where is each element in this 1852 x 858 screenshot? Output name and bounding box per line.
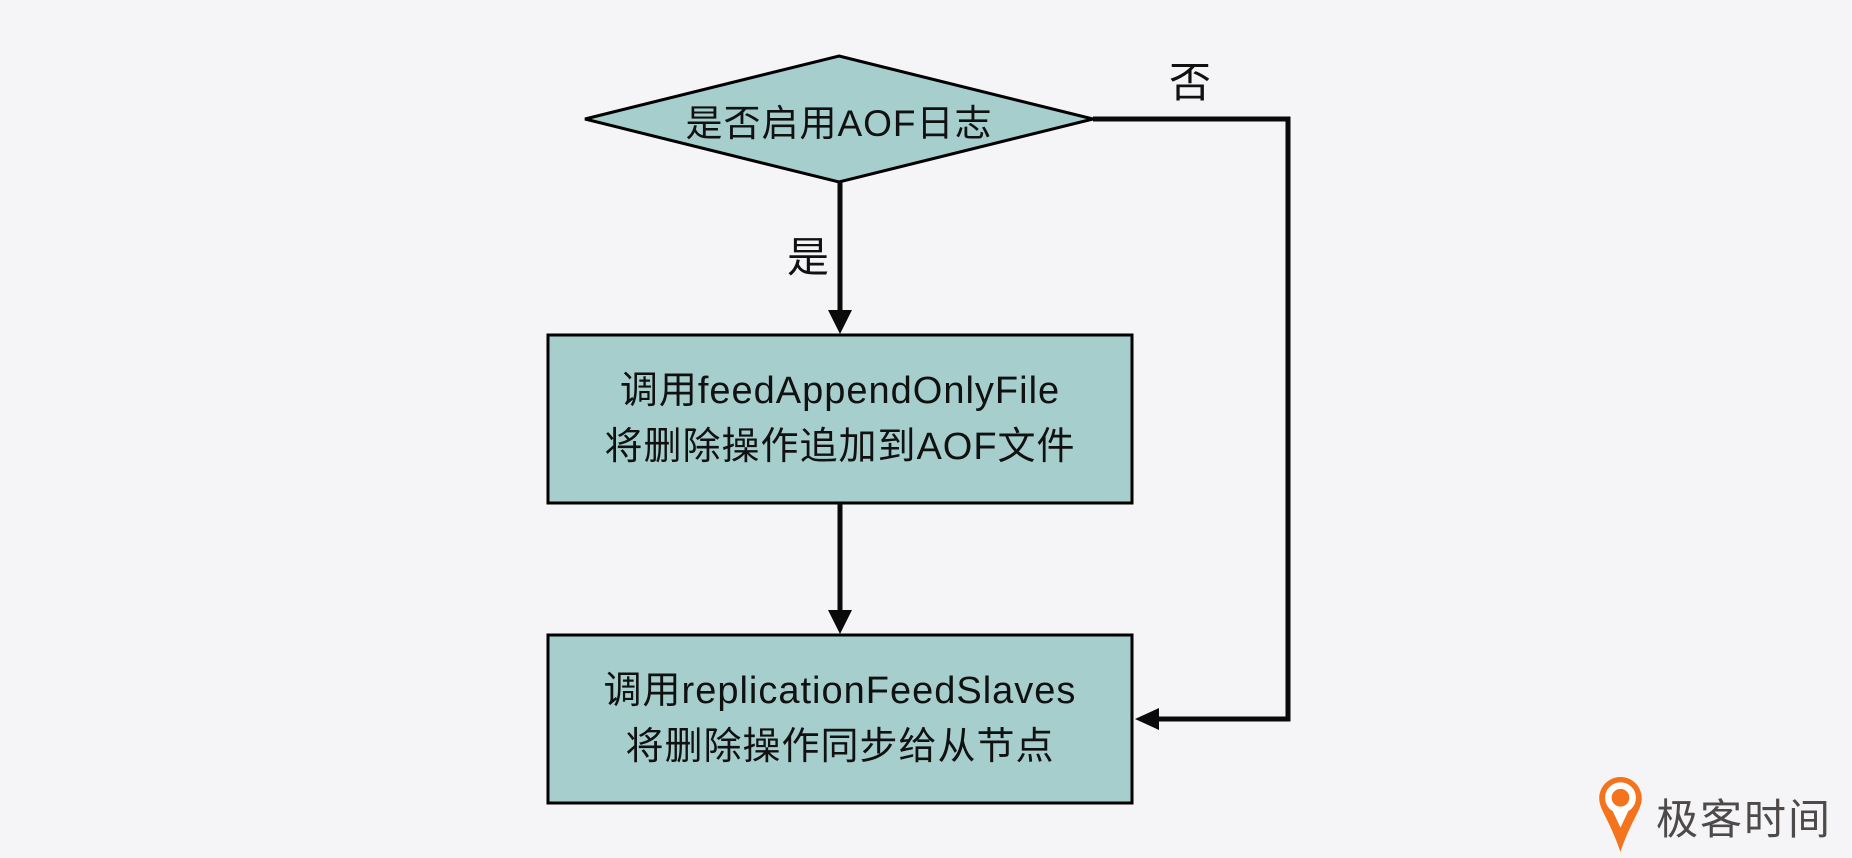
edge-no-arrowhead-icon bbox=[1135, 708, 1159, 730]
edge-step1-step2-arrowhead-icon bbox=[828, 610, 852, 634]
step-box-feed-aof bbox=[546, 333, 1134, 505]
edge-no-line bbox=[1093, 116, 1291, 722]
step-label-feed-aof: 调用feedAppendOnlyFile 将删除操作追加到AOF文件 bbox=[548, 335, 1132, 503]
step-box-replication-feed-slaves bbox=[546, 633, 1134, 805]
no-branch-label: 否 bbox=[1168, 59, 1211, 106]
brand-name: 极客时间 bbox=[1656, 796, 1833, 843]
decision-label: 是否启用AOF日志 bbox=[685, 102, 993, 144]
edge-yes-arrowhead-icon bbox=[828, 310, 852, 334]
step-label-replication-feed-slaves: 调用replicationFeedSlaves 将删除操作同步给从节点 bbox=[548, 635, 1132, 803]
yes-branch-label: 是 bbox=[786, 234, 829, 281]
geektime-logo: 极客时间 bbox=[1598, 776, 1832, 853]
geektime-pin-icon bbox=[1599, 777, 1642, 852]
step-text-replication-feed-slaves: 调用replicationFeedSlaves 将删除操作同步给从节点 bbox=[603, 670, 1077, 768]
step-text-feed-aof: 调用feedAppendOnlyFile 将删除操作追加到AOF文件 bbox=[604, 370, 1076, 468]
